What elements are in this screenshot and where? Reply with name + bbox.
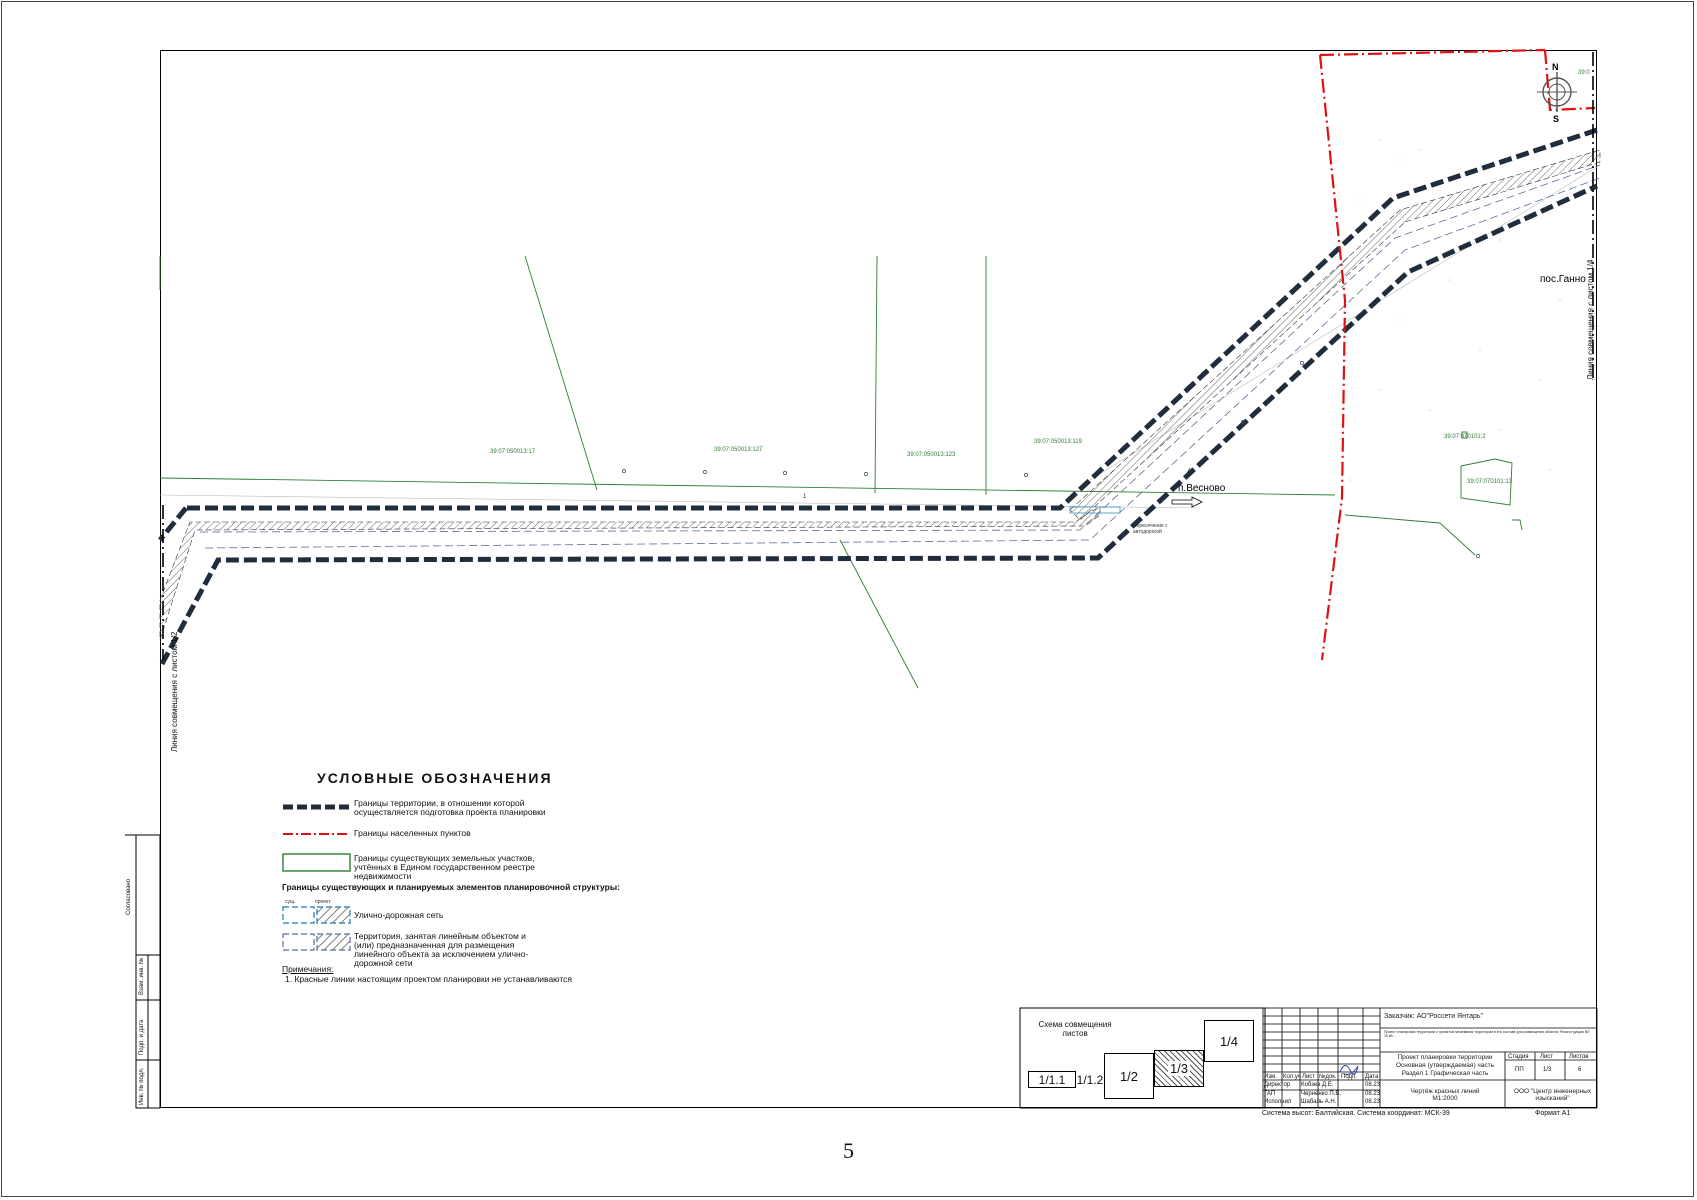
person-date: 08.23 <box>1365 1091 1381 1097</box>
legend-notes: Примечания: 1. Красные линии настоящим п… <box>282 964 572 984</box>
match-lines <box>162 52 1594 660</box>
drawing-scale: М1:2000 <box>1432 1095 1458 1102</box>
person-role: Исполнил <box>1264 1099 1292 1105</box>
swatch-label-existing: сущ. <box>285 899 296 905</box>
stamp-cell-inventory: Инв. № подл. <box>139 1067 145 1105</box>
organization-name: ООО "Центр инженерных изысканий" <box>1513 1088 1592 1102</box>
sheet-1-3-label: 1/3 <box>1167 1061 1191 1076</box>
person-date: 08.23 <box>1365 1082 1381 1088</box>
legend-title: УСЛОВНЫЕ ОБОЗНАЧЕНИЯ <box>317 770 553 786</box>
stamp-cell-replace: Взам. инв. № <box>139 957 145 995</box>
street-network-swatch <box>282 906 351 924</box>
drawing-name: Чертёж красных линий <box>1410 1088 1480 1095</box>
notes-title: Примечания: <box>282 964 334 974</box>
parcel-label: 39:07:050013:123 <box>907 452 956 458</box>
person-name: Кобзев Д.Е. <box>1301 1082 1334 1088</box>
note-item: 1. Красные линии настоящим проектом план… <box>285 974 573 984</box>
territory-boundary <box>158 127 1599 666</box>
signature-mark <box>1339 1065 1359 1075</box>
header-col: №док. <box>1319 1074 1337 1080</box>
person-name: Черненко П.В. <box>1301 1091 1341 1097</box>
compass-south-label: S <box>1553 114 1560 124</box>
settlement-boundary <box>1318 48 1596 661</box>
parcel-label: 39:07:050013:127 <box>714 447 763 453</box>
compass-north-label: N <box>1552 62 1559 72</box>
customer-label: Заказчик: АО"Россети Янтарь" <box>1384 1013 1484 1020</box>
doc-title-line: Основная (утверждаемая) часть <box>1395 1062 1495 1069</box>
legend-item-text: Улично-дорожная сеть <box>354 910 444 920</box>
parcel-label: 39:07:070101:13 <box>1467 479 1513 485</box>
legend-subheading: Границы существующих и планируемых элеме… <box>282 882 620 892</box>
territory-boundary-swatch <box>283 804 349 810</box>
systems-line: Система высот: Балтийская. Система коорд… <box>1262 1110 1450 1117</box>
arrow-icon <box>1171 496 1203 508</box>
settlement-label-vesnovo: п.Весново <box>1178 483 1226 494</box>
survey-points <box>622 361 1480 558</box>
sheet-1-3-current: 1/3 <box>1154 1050 1204 1087</box>
person-date: 08.23 <box>1365 1099 1381 1105</box>
parcel-label: 39:07:050013:17 <box>490 449 536 455</box>
person-role: Директор <box>1264 1082 1291 1088</box>
road-line <box>159 164 1601 509</box>
swatch-label-planned: проект. <box>315 899 332 905</box>
parcel-label: 39:07:050013:119 <box>1034 439 1082 445</box>
stage-header: Листов <box>1569 1054 1589 1060</box>
linear-object-corridor <box>159 149 1601 641</box>
doc-title-line: Раздел 1 Графическая часть <box>1401 1070 1489 1077</box>
sheet-1-4: 1/4 <box>1204 1020 1254 1062</box>
parcel-boundary-swatch <box>282 853 351 872</box>
header-col: Кол.уч <box>1283 1074 1301 1080</box>
parcel-label: 39:07:070101:2 <box>1444 434 1486 440</box>
project-description: Проект планировки территории с проектом … <box>1384 1030 1590 1038</box>
legend-item-text: Границы населенных пунктов <box>354 828 471 838</box>
stage-value: 1/3 <box>1543 1067 1552 1073</box>
stage-header: Лист <box>1540 1054 1554 1060</box>
sheet-1-2: 1/2 <box>1104 1053 1154 1099</box>
legend-item-text: Границы территории, в отношении которой … <box>354 798 546 817</box>
stage-value: ПП <box>1515 1067 1524 1073</box>
legend-item-text: Территория, занятая линейным объектом и … <box>354 931 529 968</box>
map-frame <box>160 50 1597 1108</box>
sheet-scheme-title: Схема совмещения листов <box>1038 1020 1112 1038</box>
legend-item-text: Границы существующих земельных участков,… <box>354 853 535 881</box>
header-col: Дата <box>1365 1074 1379 1080</box>
person-role: ГАП <box>1264 1091 1276 1097</box>
header-col: Подп. <box>1341 1074 1357 1080</box>
compass-icon <box>1537 72 1577 112</box>
agreed-label: Согласовано <box>126 878 132 915</box>
doc-title: Проект планировки территории Основная (у… <box>1390 1054 1500 1078</box>
drawing-name-block: Чертёж красных линий М1:2000 <box>1395 1088 1495 1102</box>
linear-object-swatch <box>282 933 351 951</box>
crossing-label: Пересечение с автодорогой <box>1133 523 1168 535</box>
doc-title-line: Проект планировки территории <box>1397 1054 1493 1061</box>
settlement-label-ganno: пос.Ганно <box>1540 274 1586 285</box>
format-line: Формат А1 <box>1535 1110 1571 1117</box>
terrain-dots <box>1349 139 1561 481</box>
left-margin-stamp <box>125 834 161 1109</box>
parcel-label: 1 <box>803 494 807 500</box>
person-name: Шабаль А.Н. <box>1301 1099 1337 1105</box>
parcel-boundaries <box>159 255 1523 689</box>
sheet-scheme-frame <box>1019 1007 1266 1109</box>
header-col: Лист <box>1302 1074 1316 1080</box>
settlement-boundary-swatch <box>283 833 349 835</box>
sheet-1-1-1: 1/1.1 <box>1028 1071 1076 1088</box>
stamp-cell-sign: Подп. и дата <box>139 1019 145 1055</box>
stage-value: 6 <box>1578 1067 1582 1073</box>
road-crossing-marker <box>1069 506 1121 514</box>
match-line-label-left: Линия совмещения с листом 1/2 <box>170 631 179 752</box>
stage-header: Стадия <box>1508 1054 1529 1060</box>
sheet-1-1-2: 1/1.2 <box>1076 1071 1104 1088</box>
title-block-grid <box>1262 1007 1598 1109</box>
page-number: 5 <box>843 1138 854 1163</box>
header-col: Изм. <box>1264 1074 1277 1080</box>
match-line-label-right: Линия совмещения с листом 1/4 <box>1586 259 1595 380</box>
compass-coord-label: 39:0 <box>1578 70 1590 76</box>
